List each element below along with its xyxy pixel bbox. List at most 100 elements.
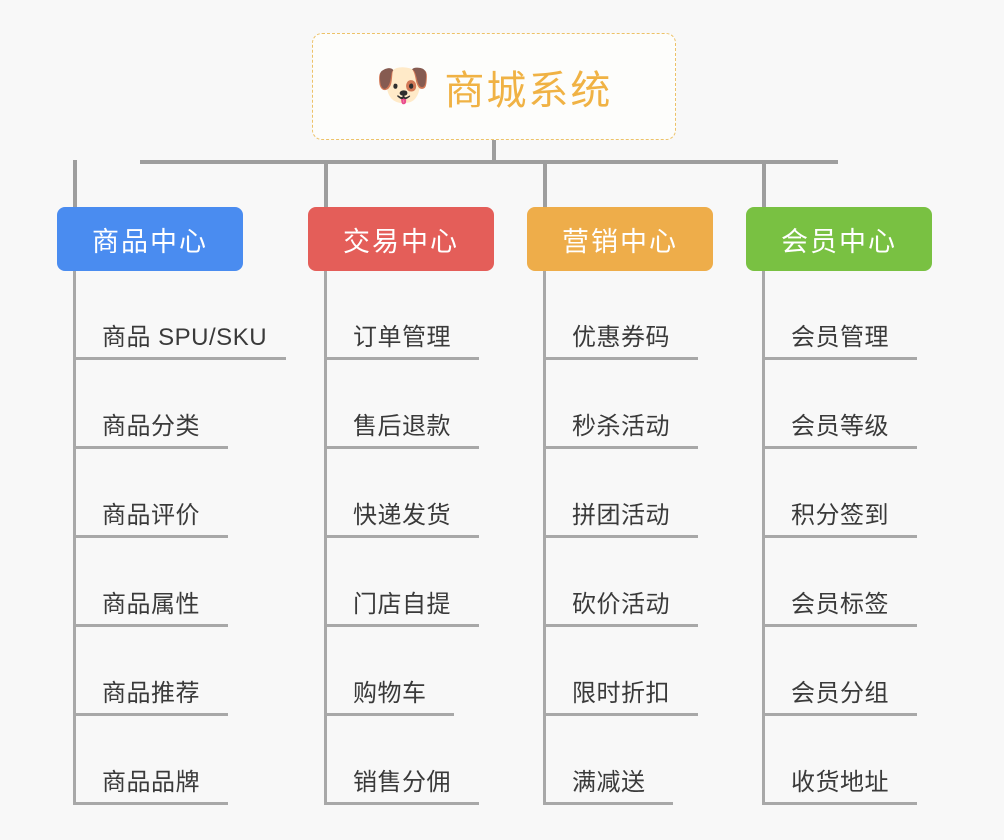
leaf-item[interactable]: 拼团活动	[543, 449, 713, 538]
branch-body: 优惠券码秒杀活动拼团活动砍价活动限时折扣满减送	[527, 271, 713, 805]
branch-header-label: 交易中心	[343, 226, 459, 257]
leaf-underline	[543, 446, 698, 449]
leaf-item-label: 会员等级	[791, 413, 889, 440]
branch-column-product-center: 商品中心商品 SPU/SKU 商品分类商品评价商品属性商品推荐商品品牌	[57, 160, 286, 805]
leaf-item-label: 商品品牌	[102, 769, 200, 796]
branch-body: 会员管理会员等级积分签到会员标签会员分组收货地址	[746, 271, 932, 805]
leaf-item-label: 收货地址	[791, 769, 889, 796]
branch-column-trade-center: 交易中心订单管理售后退款快递发货门店自提购物车销售分佣	[308, 160, 494, 805]
branch-spine-connector	[73, 271, 76, 805]
branch-header-label: 商品中心	[92, 226, 208, 257]
leaf-underline	[73, 446, 228, 449]
leaf-underline	[324, 357, 479, 360]
leaf-underline	[543, 624, 698, 627]
leaf-underline	[762, 802, 917, 805]
leaf-list: 优惠券码秒杀活动拼团活动砍价活动限时折扣满减送	[527, 271, 713, 805]
leaf-item-label: 优惠券码	[572, 324, 670, 351]
branch-header-label: 营销中心	[562, 226, 678, 257]
leaf-underline	[73, 713, 228, 716]
branch-body: 订单管理售后退款快递发货门店自提购物车销售分佣	[308, 271, 494, 805]
leaf-item-label: 商品推荐	[102, 680, 200, 707]
leaf-item[interactable]: 满减送	[543, 716, 713, 805]
leaf-item[interactable]: 销售分佣	[324, 716, 494, 805]
leaf-item-label: 限时折扣	[572, 680, 670, 707]
leaf-underline	[543, 357, 698, 360]
leaf-item[interactable]: 秒杀活动	[543, 360, 713, 449]
leaf-underline	[324, 802, 479, 805]
leaf-item-label: 商品评价	[102, 502, 200, 529]
branch-drop-connector	[73, 160, 77, 207]
leaf-item-label: 满减送	[572, 769, 646, 796]
leaf-item[interactable]: 优惠券码	[543, 271, 713, 360]
leaf-underline	[73, 624, 228, 627]
leaf-item[interactable]: 会员标签	[762, 538, 932, 627]
leaf-item[interactable]: 收货地址	[762, 716, 932, 805]
branch-header-trade-center[interactable]: 交易中心	[308, 207, 494, 271]
branch-header-member-center[interactable]: 会员中心	[746, 207, 932, 271]
leaf-underline	[543, 802, 673, 805]
branch-spine-connector	[543, 271, 546, 805]
leaf-item[interactable]: 会员等级	[762, 360, 932, 449]
leaf-item-label: 会员标签	[791, 591, 889, 618]
leaf-item-label: 销售分佣	[353, 769, 451, 796]
root-trunk-connector	[492, 140, 496, 164]
leaf-item[interactable]: 订单管理	[324, 271, 494, 360]
leaf-underline	[324, 624, 479, 627]
leaf-item-label: 积分签到	[791, 502, 889, 529]
leaf-list: 会员管理会员等级积分签到会员标签会员分组收货地址	[746, 271, 932, 805]
leaf-item-label: 会员管理	[791, 324, 889, 351]
root-node-shop-system[interactable]: 🐶 商城系统	[312, 33, 676, 140]
leaf-underline	[543, 535, 698, 538]
branch-drop-connector	[543, 160, 547, 207]
leaf-item-label: 门店自提	[353, 591, 451, 618]
leaf-item-label: 砍价活动	[572, 591, 670, 618]
leaf-underline	[324, 535, 479, 538]
leaf-item[interactable]: 商品 SPU/SKU	[73, 271, 286, 360]
leaf-underline	[73, 535, 228, 538]
shiba-dog-icon: 🐶	[375, 60, 431, 110]
leaf-item-label: 订单管理	[353, 324, 451, 351]
leaf-underline	[324, 446, 479, 449]
leaf-item[interactable]: 商品评价	[73, 449, 243, 538]
leaf-underline	[762, 446, 917, 449]
leaf-item-label: 购物车	[353, 680, 427, 707]
leaf-item[interactable]: 积分签到	[762, 449, 932, 538]
leaf-item-label: 会员分组	[791, 680, 889, 707]
leaf-item[interactable]: 会员分组	[762, 627, 932, 716]
leaf-item-label: 商品 SPU/SKU	[102, 324, 268, 351]
leaf-item-label: 售后退款	[353, 413, 451, 440]
branch-header-product-center[interactable]: 商品中心	[57, 207, 243, 271]
leaf-underline	[73, 802, 228, 805]
leaf-item[interactable]: 商品推荐	[73, 627, 243, 716]
leaf-item[interactable]: 会员管理	[762, 271, 932, 360]
leaf-underline	[73, 357, 286, 360]
leaf-underline	[762, 535, 917, 538]
leaf-item-label: 快递发货	[353, 502, 451, 529]
branch-header-marketing-center[interactable]: 营销中心	[527, 207, 713, 271]
leaf-list: 商品 SPU/SKU 商品分类商品评价商品属性商品推荐商品品牌	[57, 271, 286, 805]
leaf-underline	[762, 357, 917, 360]
branch-body: 商品 SPU/SKU 商品分类商品评价商品属性商品推荐商品品牌	[57, 271, 286, 805]
leaf-item-label: 拼团活动	[572, 502, 670, 529]
root-title: 商城系统	[444, 68, 613, 113]
branch-spine-connector	[762, 271, 765, 805]
branch-column-member-center: 会员中心会员管理会员等级积分签到会员标签会员分组收货地址	[746, 160, 932, 805]
leaf-item[interactable]: 售后退款	[324, 360, 494, 449]
leaf-item[interactable]: 商品分类	[73, 360, 243, 449]
branch-drop-connector	[762, 160, 766, 207]
branch-column-marketing-center: 营销中心优惠券码秒杀活动拼团活动砍价活动限时折扣满减送	[527, 160, 713, 805]
branch-drop-connector	[324, 160, 328, 207]
leaf-list: 订单管理售后退款快递发货门店自提购物车销售分佣	[308, 271, 494, 805]
leaf-item[interactable]: 快递发货	[324, 449, 494, 538]
leaf-item[interactable]: 限时折扣	[543, 627, 713, 716]
leaf-item[interactable]: 门店自提	[324, 538, 494, 627]
leaf-underline	[543, 713, 698, 716]
leaf-item[interactable]: 商品属性	[73, 538, 243, 627]
leaf-item-label: 商品分类	[102, 413, 200, 440]
leaf-underline	[762, 624, 917, 627]
leaf-underline	[762, 713, 917, 716]
leaf-item[interactable]: 砍价活动	[543, 538, 713, 627]
leaf-item-label: 秒杀活动	[572, 413, 670, 440]
leaf-item[interactable]: 商品品牌	[73, 716, 243, 805]
leaf-item[interactable]: 购物车	[324, 627, 494, 716]
